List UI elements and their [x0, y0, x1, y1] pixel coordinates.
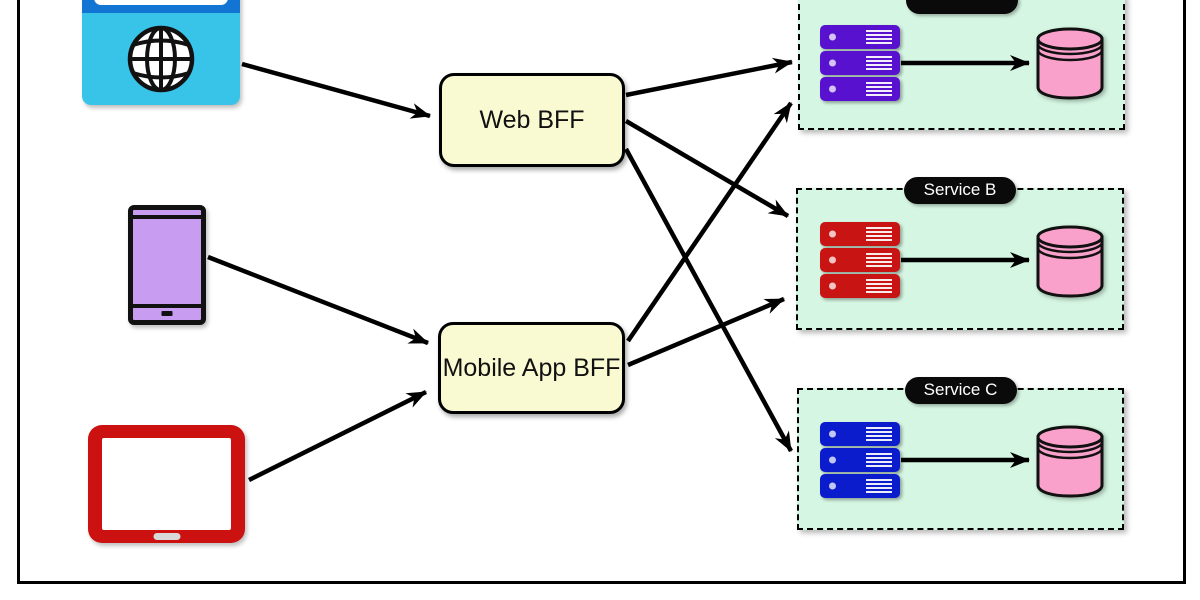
mobile-app-bff-label: Mobile App BFF: [442, 353, 621, 382]
diagram-border: [17, 0, 1186, 584]
server-led-icon: [829, 256, 836, 264]
phone-home-button: [161, 311, 173, 316]
database-icon: [1036, 225, 1104, 298]
server-icon: [820, 474, 900, 498]
web-bff-label: Web BFF: [479, 105, 585, 134]
globe-icon: [127, 25, 195, 93]
browser-url-bar: [94, 0, 228, 5]
service-b-label: Service B: [923, 180, 997, 199]
web-browser-icon: [82, 0, 240, 105]
database-icon: [1036, 425, 1104, 498]
server-led-icon: [829, 33, 836, 41]
server-vents-icon: [866, 54, 892, 72]
mobile-app-bff-node: Mobile App BFF: [438, 322, 625, 414]
server-led-icon: [829, 282, 836, 290]
server-icon: [820, 222, 900, 246]
phone-speaker-divider: [133, 215, 201, 219]
server-icon: [820, 25, 900, 49]
service-c-label-pill: Service C: [904, 376, 1017, 404]
phone-bottom-divider: [133, 304, 201, 308]
server-vents-icon: [866, 425, 892, 443]
server-icon: [820, 248, 900, 272]
server-icon: [820, 77, 900, 101]
service-c-label: Service C: [923, 380, 998, 399]
server-led-icon: [829, 85, 836, 93]
server-vents-icon: [866, 225, 892, 243]
server-icon: [820, 274, 900, 298]
server-led-icon: [829, 59, 836, 67]
server-vents-icon: [866, 28, 892, 46]
server-icon: [820, 51, 900, 75]
service-top-label-pill: [905, 0, 1018, 14]
tablet-screen: [102, 438, 231, 530]
browser-toolbar: [82, 0, 240, 13]
tablet-icon: [88, 425, 245, 543]
service-b-label-pill: Service B: [904, 176, 1016, 204]
server-vents-icon: [866, 477, 892, 495]
server-led-icon: [829, 230, 836, 238]
server-vents-icon: [866, 80, 892, 98]
server-icon: [820, 448, 900, 472]
server-vents-icon: [866, 277, 892, 295]
server-led-icon: [829, 430, 836, 438]
server-led-icon: [829, 482, 836, 490]
server-vents-icon: [866, 451, 892, 469]
server-led-icon: [829, 456, 836, 464]
tablet-home-button: [153, 533, 180, 540]
database-icon: [1036, 27, 1104, 100]
server-icon: [820, 422, 900, 446]
smartphone-icon: [128, 205, 206, 325]
web-bff-node: Web BFF: [439, 73, 625, 167]
server-vents-icon: [866, 251, 892, 269]
